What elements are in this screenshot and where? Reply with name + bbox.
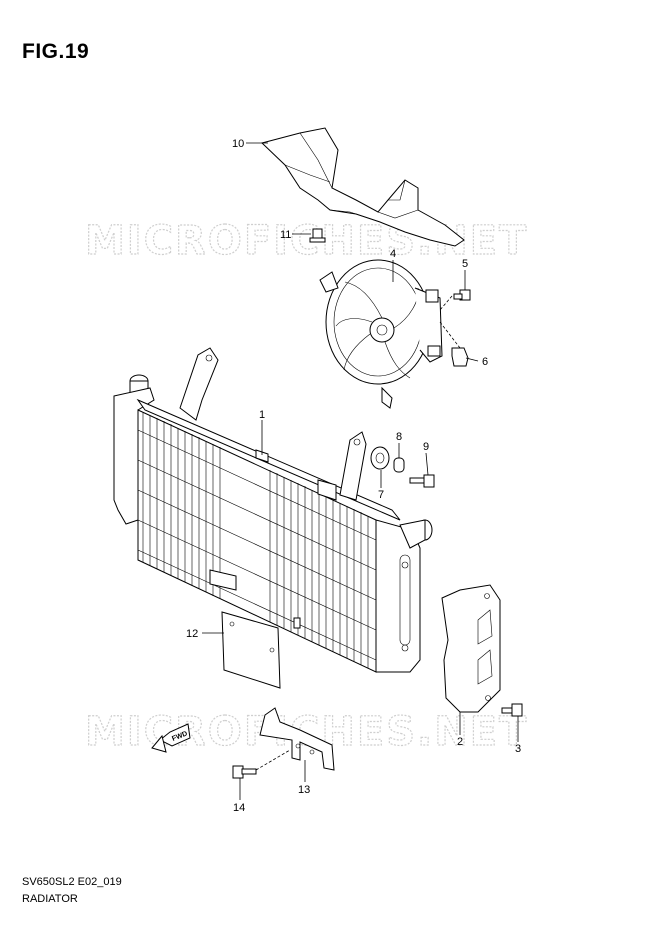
part-4-fan (319, 259, 443, 409)
callout-12: 12 (186, 628, 198, 640)
callout-5: 5 (462, 258, 468, 270)
callout-13: 13 (298, 784, 310, 796)
part-7-grommet (370, 446, 390, 470)
callout-14: 14 (233, 802, 245, 814)
part-9-bolt (409, 474, 435, 488)
part-10-shroud (261, 127, 465, 247)
callout-1: 1 (259, 409, 265, 421)
callout-9: 9 (423, 441, 429, 453)
part-2-side-guard (441, 584, 501, 713)
callout-11: 11 (280, 229, 291, 241)
part-6-nut (439, 321, 469, 367)
part-13-bracket (259, 707, 335, 771)
callout-labels: 10 11 4 5 6 1 8 9 7 12 2 3 13 14 (186, 138, 521, 814)
part-12-plate (221, 611, 281, 689)
leader-lines (202, 142, 519, 800)
callout-6: 6 (482, 356, 488, 368)
part-11-screw (309, 228, 326, 243)
part-8-collar (393, 457, 405, 473)
callout-10: 10 (232, 138, 244, 150)
part-14-bolt (232, 749, 291, 779)
part-1-radiator (113, 347, 433, 673)
radiator-fins (137, 412, 377, 668)
callout-7: 7 (378, 489, 384, 501)
diagram-name: RADIATOR (22, 893, 78, 905)
part-3-bolt (501, 703, 523, 717)
figure-title: FIG.19 (22, 40, 90, 63)
diagram-code: SV650SL2 E02_019 (22, 876, 122, 888)
callout-2: 2 (457, 736, 463, 748)
forward-direction-arrow: FWD (151, 723, 191, 753)
callout-3: 3 (515, 743, 521, 755)
callout-4: 4 (390, 248, 396, 260)
part-5-bolt (439, 289, 471, 311)
callout-8: 8 (396, 431, 402, 443)
